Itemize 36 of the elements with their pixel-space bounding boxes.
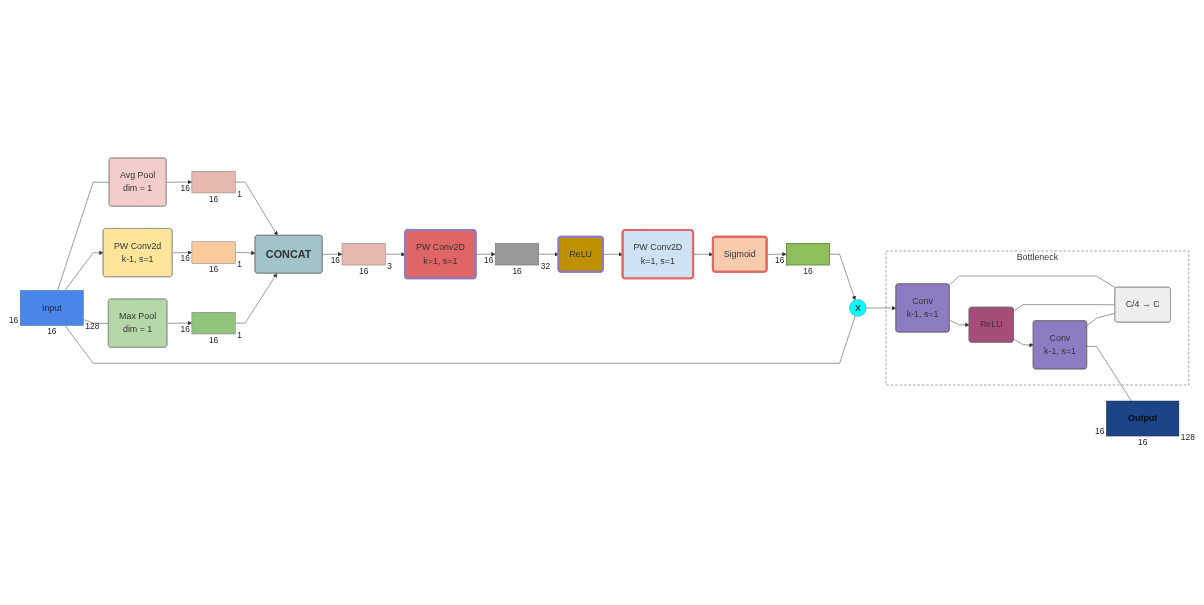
connector <box>1013 304 1116 312</box>
dimension-label: 16 <box>484 255 494 266</box>
node-box <box>191 171 236 194</box>
connector <box>948 275 1117 289</box>
dimension-label: 3 <box>387 261 393 272</box>
dimension-label: 16 <box>208 264 219 275</box>
dimension-label: 16 <box>208 193 219 204</box>
node-box: Input <box>20 290 84 326</box>
dimension-label: 128 <box>1180 432 1195 443</box>
dimension-label: 16 <box>180 324 190 335</box>
dimension-label: 16 <box>180 253 190 264</box>
dimension-label: 16 <box>1138 437 1148 447</box>
node-box <box>191 241 236 264</box>
node-box <box>341 243 386 266</box>
dimension-label: 16 <box>208 334 219 345</box>
dimension-label: 16 <box>47 326 57 337</box>
dimension-label: 16 <box>330 255 341 266</box>
dimension-label: 1 <box>237 259 242 270</box>
dimension-label: 16 <box>1095 426 1105 437</box>
node-box <box>786 243 830 266</box>
node-circle: X <box>849 299 867 317</box>
connector <box>1086 346 1132 402</box>
connector <box>1086 312 1116 326</box>
dimension-label: 1 <box>237 330 242 340</box>
dimension-label: 1 <box>237 189 242 199</box>
dimension-label: 16 <box>180 183 190 194</box>
dimension-label: 16 <box>803 266 813 277</box>
dimension-label: 16 <box>775 255 785 266</box>
node-box <box>495 243 539 266</box>
dimension-label: 16 <box>359 266 369 277</box>
dimension-label: 16 <box>512 266 522 277</box>
dimension-label: 16 <box>8 315 19 326</box>
dimension-label: 128 <box>85 321 100 332</box>
node-box: Output <box>1106 400 1180 437</box>
dimension-label: 32 <box>540 261 551 272</box>
node-box <box>191 312 236 335</box>
